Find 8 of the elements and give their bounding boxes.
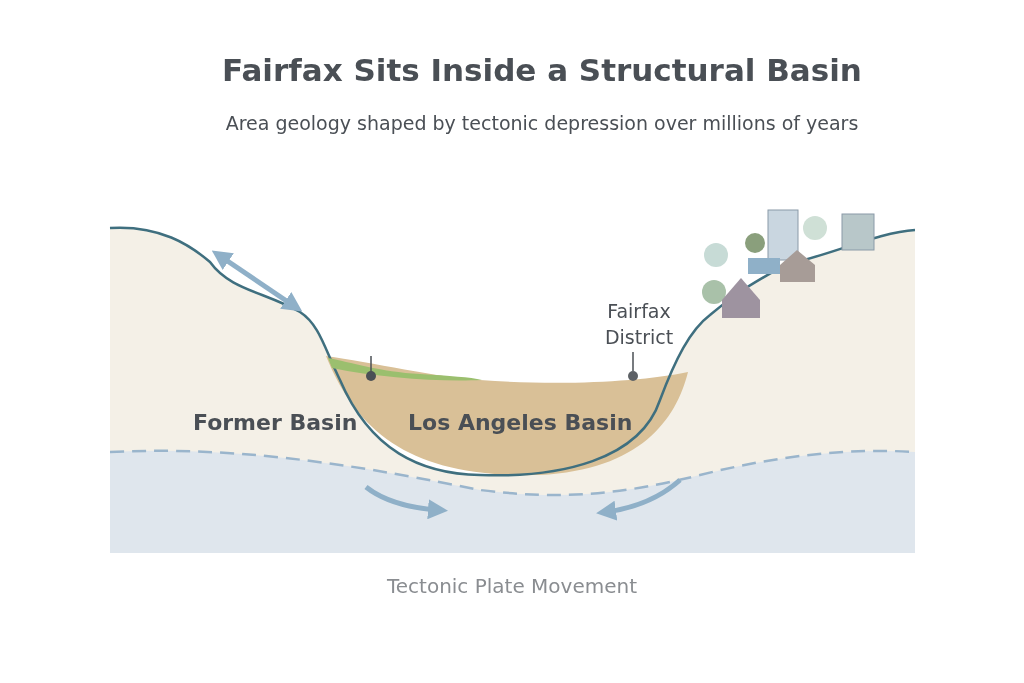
place-label: Fairfax District xyxy=(594,298,684,350)
location-dot xyxy=(628,371,638,381)
subtitle: Area geology shaped by tectonic depression over millions of years xyxy=(224,112,860,134)
leader-line xyxy=(632,351,634,372)
region-label: Los Angeles Basin xyxy=(408,410,633,435)
region-label: Former Basin xyxy=(193,410,358,435)
title: Fairfax Sits Inside a Structural Basin xyxy=(221,52,863,88)
caption: Tectonic Plate Movement xyxy=(385,574,639,598)
